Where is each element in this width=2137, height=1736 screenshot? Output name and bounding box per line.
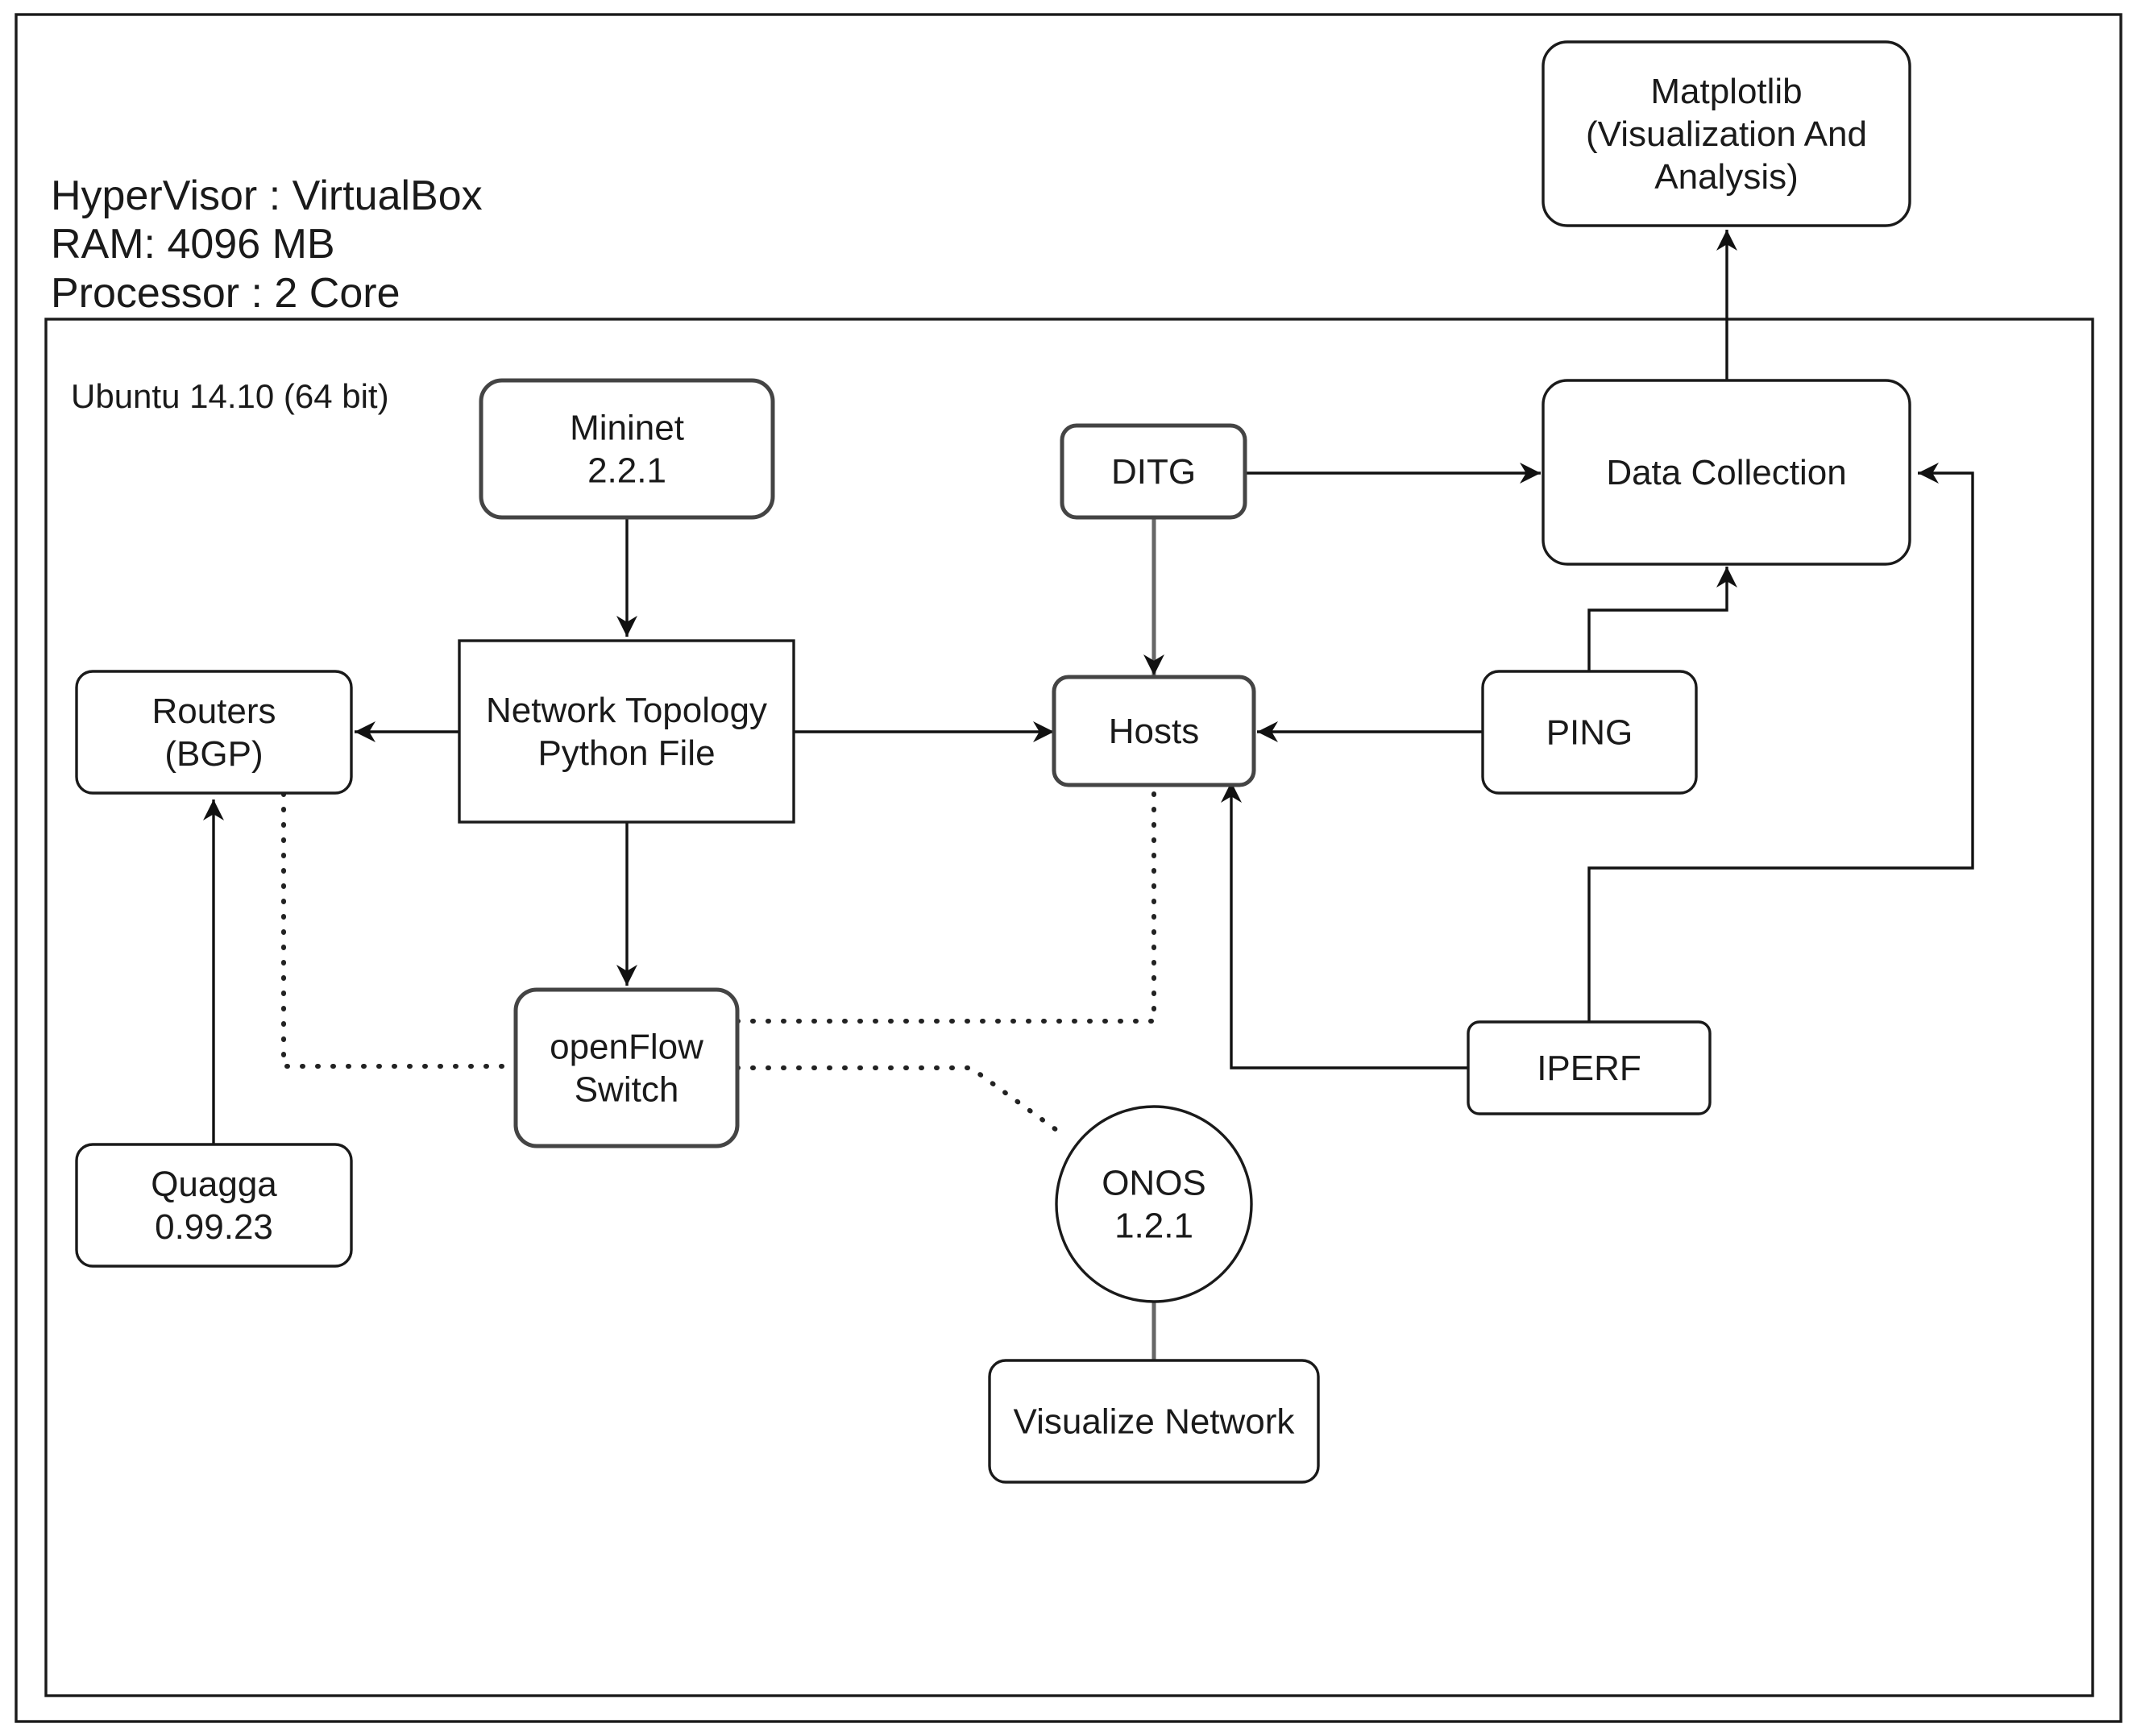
ditg-node-label-line: DITG [1111,452,1196,492]
quagga-node-label-line: Quagga [151,1165,277,1204]
mininet-node-label-line: 2.2.1 [587,451,666,491]
ping-node-shape [1481,670,1698,795]
iperf-node: IPERF [1467,1020,1712,1115]
onos-node-label-line: ONOS [1102,1164,1206,1203]
visualize-network-node-shape [988,1359,1320,1484]
visualize-network-node-label-line: Visualize Network [1014,1402,1296,1442]
mininet-node-label-line: Mininet [570,409,684,448]
topology-file-node-label-line: Python File [537,733,715,773]
quagga-node-label-line: 0.99.23 [155,1207,273,1247]
matplotlib-node-label-line: Matplotlib [1650,72,1802,111]
routers-node-label-line: (BGP) [164,734,263,774]
iperf-node-shape [1467,1020,1712,1115]
ping-node: PING [1481,670,1698,795]
vm-container [44,318,2094,1697]
edge-iperf-datacollection [1587,463,1974,1022]
openflow-switch-node-shape [513,987,740,1148]
dotted-routers-openflow [281,791,518,1069]
edge-iperf-hosts [1221,782,1468,1069]
ram-label: RAM: 4096 MB [51,221,335,268]
vm-os-label: Ubuntu 14.10 (64 bit) [71,377,389,415]
hosts-node-label-line: Hosts [1109,712,1199,751]
openflow-switch-node-label-line: Switch [575,1070,679,1110]
iperf-node-label-line: IPERF [1537,1049,1641,1088]
ditg-node-shape [1060,423,1247,520]
data-collection-node-label-line: Data Collection [1606,453,1846,492]
onos-node-shape [1055,1105,1253,1303]
openflow-switch-node-label-line: openFlow [550,1028,703,1067]
routers-node: Routers(BGP) [75,670,353,795]
routers-node-shape [75,670,353,795]
quagga-node-shape [75,1143,353,1268]
matplotlib-node-label-line: Analysis) [1654,157,1799,197]
mininet-node-shape [479,378,775,520]
routers-node-label-line: Routers [151,691,276,731]
data-collection-node: Data Collection [1542,379,1911,566]
edge-ping-datacollection [1587,567,1737,671]
dotted-openflow-hosts [735,786,1156,1024]
ping-node-label-line: PING [1546,713,1633,753]
hosts-node: Hosts [1052,675,1256,787]
onos-node-label-line: 1.2.1 [1114,1206,1193,1246]
topology-file-node-shape [458,639,795,824]
topology-file-node-label-line: Network Topology [486,691,767,730]
visualize-network-node: Visualize Network [988,1359,1320,1484]
ditg-node: DITG [1060,423,1247,520]
matplotlib-node-label-line: (Visualization And [1586,114,1867,154]
outer-frame [15,13,2122,1723]
hosts-node-shape [1052,675,1256,787]
matplotlib-node-shape [1542,40,1911,227]
data-collection-node-shape [1542,379,1911,566]
processor-label: Processor : 2 Core [51,270,400,317]
dotted-openflow-onos [735,1065,1068,1139]
hypervisor-label: HyperVisor : VirtualBox [51,172,483,219]
